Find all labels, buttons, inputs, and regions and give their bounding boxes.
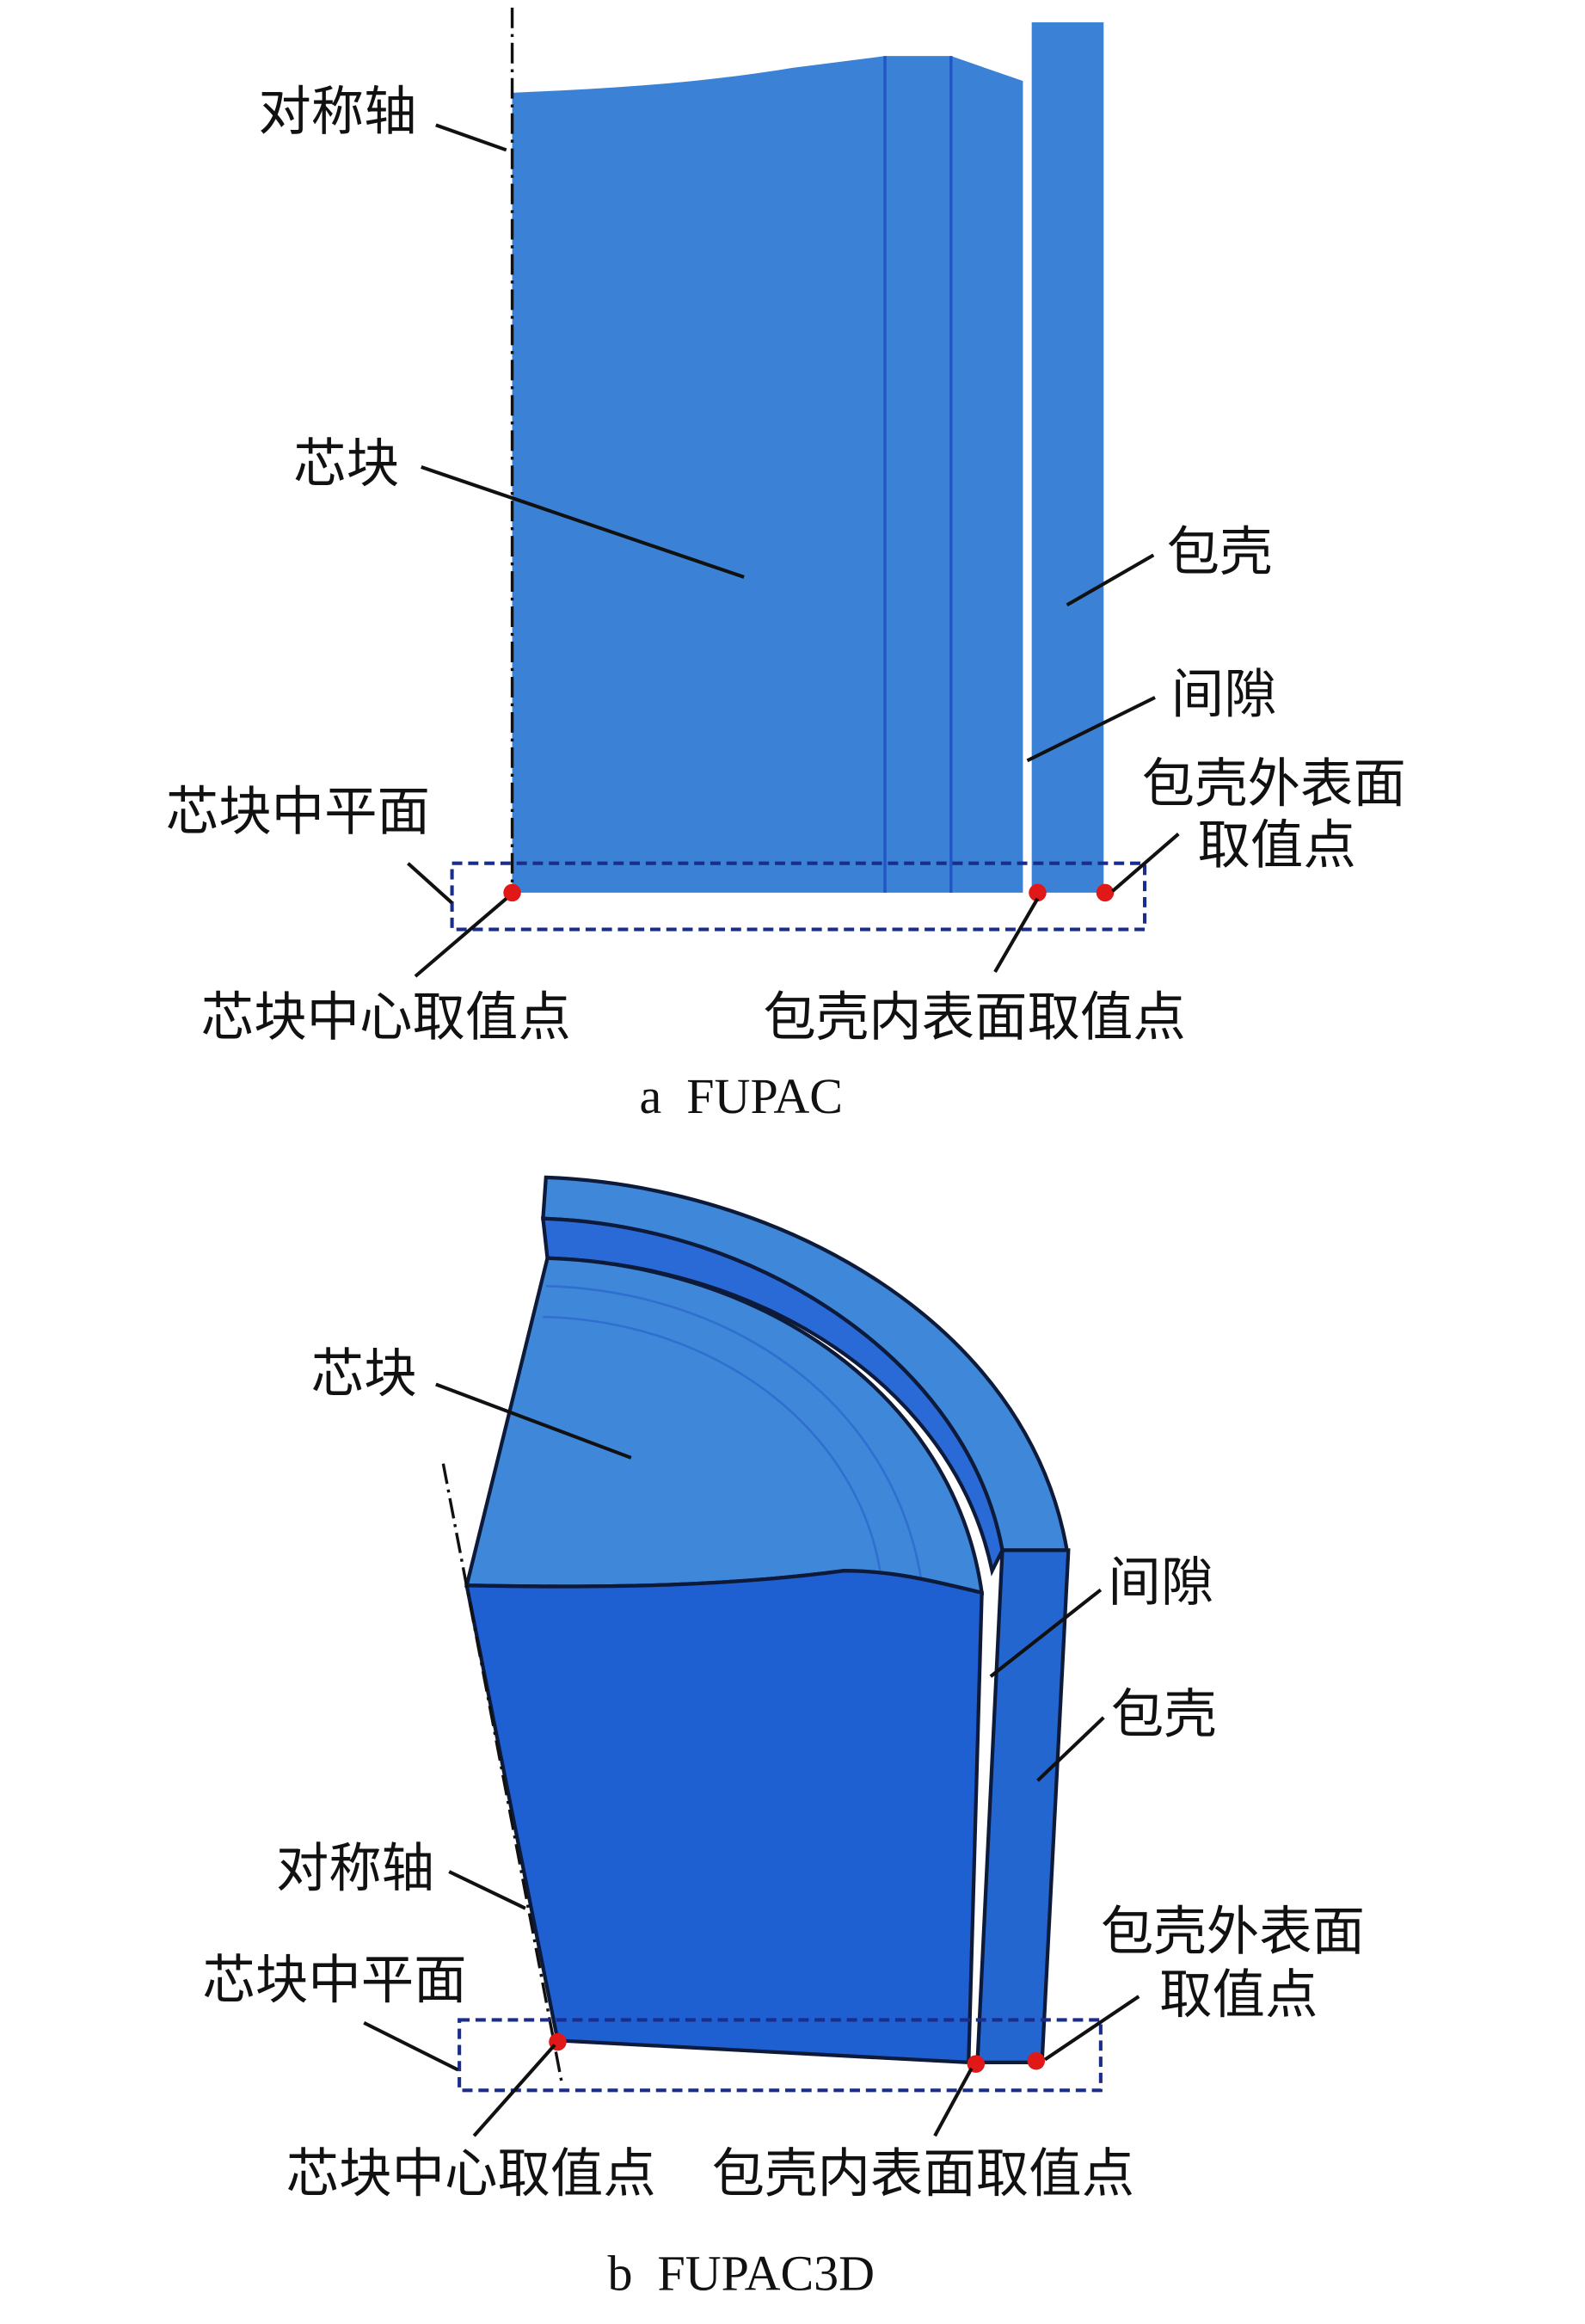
pellet-ring-arc-1 [545,1284,923,1583]
label-axis-3d: 对称轴 [276,1838,434,1899]
label-clad-outer-2-3d: 取值点 [1159,1964,1318,2026]
leader-pellet-3d [435,1382,632,1460]
label-midplane: 芯块中平面 [166,781,430,842]
leader-clad-outer-3d [1043,1995,1140,2062]
label-cladding-3d: 包壳 [1111,1684,1217,1745]
caption-b: b FUPAC3D [607,2245,875,2301]
leader-clad-inner [993,897,1040,974]
clad-outer-point [1096,883,1115,902]
label-center-point-3d: 芯块中心取值点 [286,2143,656,2204]
leader-cladding-3d [1036,1716,1105,1782]
label-clad-outer-1: 包壳外表面 [1142,753,1406,815]
pellet-front-face-3d [464,1569,984,2065]
leader-clad-inner-3d [933,2067,974,2137]
leader-axis-3d [448,1870,526,1910]
pellet-ring-arc-2 [543,1315,882,1574]
label-clad-inner-3d: 包壳内表面取值点 [712,2143,1134,2204]
caption-a: a FUPAC [640,1068,843,1124]
leader-gap-3d [989,1588,1103,1678]
leader-midplane [407,862,453,905]
leader-cladding [1066,553,1155,607]
leader-center-point [414,897,508,978]
label-gap-3d: 间隙 [1108,1552,1213,1613]
midplane-box [450,861,1147,931]
cladding-2d [1031,22,1104,893]
label-axis: 对称轴 [258,81,416,142]
leader-axis [435,123,507,152]
label-pellet: 芯块 [293,433,399,495]
label-gap: 间隙 [1171,664,1277,725]
label-clad-outer-2: 取值点 [1197,815,1355,876]
label-midplane-3d: 芯块中平面 [202,1950,466,2011]
panel-a: 对称轴 芯块 包壳 间隙 包壳外表面 取值点 芯块中平面 芯块中心取值点 包壳内… [166,7,1406,1124]
midplane-box-3d [458,2018,1103,2093]
leader-pellet [421,465,745,579]
leader-clad-outer [1111,833,1180,893]
clad-inner-point [1029,883,1047,902]
label-clad-outer-1-3d: 包壳外表面 [1101,1902,1365,1963]
label-pellet-3d: 芯块 [311,1343,417,1405]
pellet-2d [512,56,1023,893]
label-cladding: 包壳 [1167,521,1273,582]
clad-outer-point-3d [1027,2051,1046,2070]
leader-midplane-3d [363,2021,459,2072]
label-clad-inner: 包壳内表面取值点 [763,987,1185,1048]
leader-gap [1026,696,1156,763]
label-center-point: 芯块中心取值点 [201,987,571,1048]
panel-b: 芯块 间隙 包壳 对称轴 芯块中平面 包壳外表面 取值点 芯块中心取值点 包壳内… [202,1175,1365,2301]
leader-center-point-3d [472,2044,556,2137]
pellet-center-point [503,883,521,902]
